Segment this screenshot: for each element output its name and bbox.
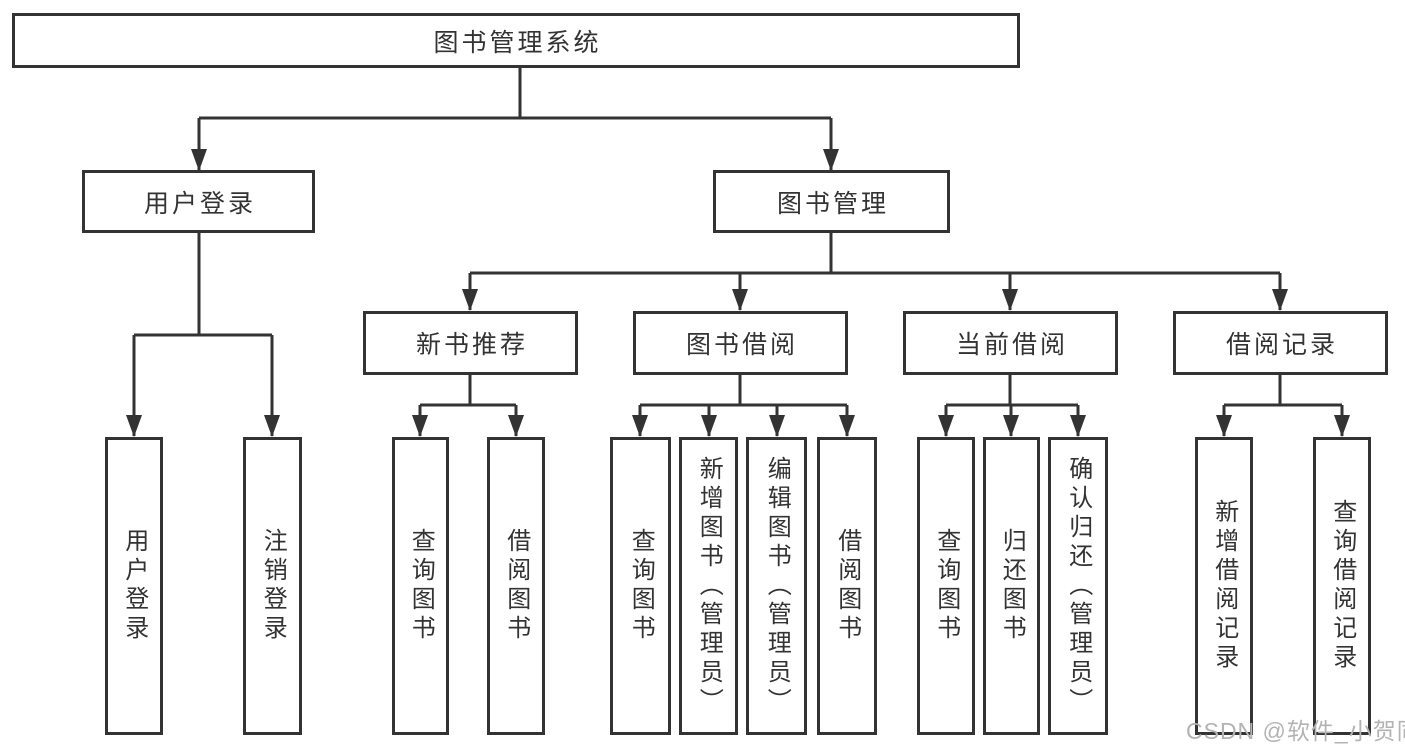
leaf-borrowing-edit-book-admin: 编辑图书（管理员） xyxy=(746,437,807,735)
leaf-current-return-book: 归还图书 xyxy=(983,437,1040,735)
leaf-borrowing-query-book: 查询图书 xyxy=(610,437,671,735)
node-borrowing-records: 借阅记录 xyxy=(1173,311,1388,375)
leaf-recommend-borrow-book: 借阅图书 xyxy=(487,437,545,735)
node-user-login: 用户登录 xyxy=(82,170,315,233)
node-new-book-recommend: 新书推荐 xyxy=(363,311,578,375)
leaf-borrowing-add-book-admin: 新增图书（管理员） xyxy=(679,437,738,735)
leaf-current-query-book: 查询图书 xyxy=(917,437,975,735)
leaf-records-add-borrow-record: 新增借阅记录 xyxy=(1195,437,1253,735)
node-current-borrowing: 当前借阅 xyxy=(903,311,1118,375)
leaf-records-query-borrow-record: 查询借阅记录 xyxy=(1313,437,1371,735)
csdn-watermark: CSDN @软件_小贺同学 xyxy=(1186,718,1405,744)
node-book-borrowing: 图书借阅 xyxy=(633,311,848,375)
leaf-user-login: 用户登录 xyxy=(105,437,163,735)
node-system-root: 图书管理系统 xyxy=(12,13,1020,68)
leaf-recommend-query-book: 查询图书 xyxy=(392,437,449,735)
leaf-current-confirm-return-admin: 确认归还（管理员） xyxy=(1048,437,1108,735)
leaf-borrowing-borrow-book: 借阅图书 xyxy=(817,437,877,735)
leaf-logout: 注销登录 xyxy=(243,437,302,735)
node-book-management: 图书管理 xyxy=(713,170,950,233)
